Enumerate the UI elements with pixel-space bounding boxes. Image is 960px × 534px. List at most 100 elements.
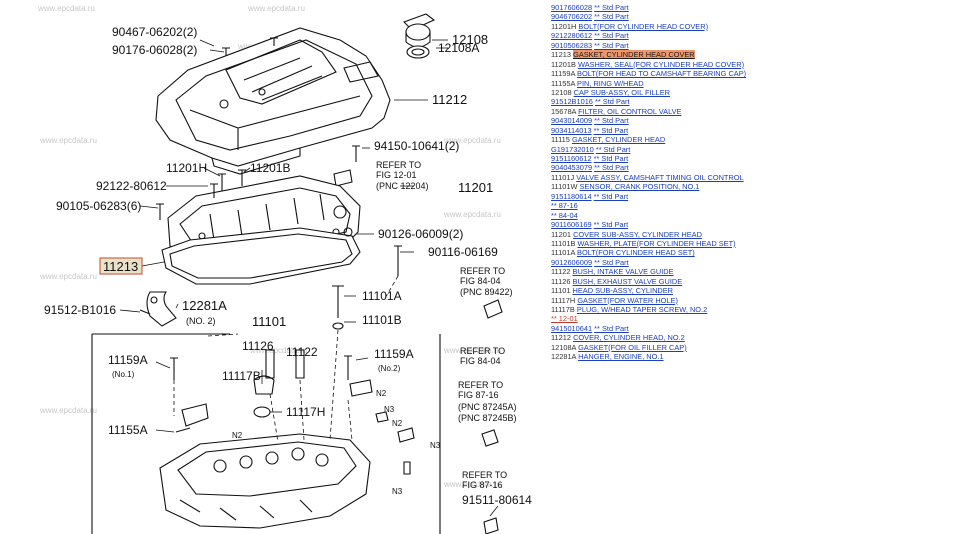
parts-list-item[interactable]: 9010506283 ** Std Part xyxy=(551,41,956,50)
part-description[interactable]: ** Std Part xyxy=(593,191,629,201)
part-description[interactable]: ** Std Part xyxy=(593,220,629,230)
part-description[interactable]: PIN, RING W/HEAD xyxy=(577,78,644,88)
parts-list-item[interactable]: 12108A GASKET(FOR OIL FILLER CAP) xyxy=(551,343,956,352)
parts-list-item[interactable]: 9043014009 ** Std Part xyxy=(551,116,956,125)
part-link[interactable]: 9012606009 xyxy=(551,257,593,267)
part-description[interactable]: ** Std Part xyxy=(594,323,629,333)
part-description[interactable]: CAP SUB-ASSY, OIL FILLER xyxy=(573,87,671,97)
part-description[interactable]: ** Std Part xyxy=(594,116,629,126)
part-description[interactable]: BUSH, EXHAUST VALVE GUIDE xyxy=(572,276,683,286)
part-description[interactable]: GASKET(FOR WATER HOLE) xyxy=(577,295,678,305)
parts-list-item[interactable]: 15678A FILTER, OIL CONTROL VALVE xyxy=(551,107,956,116)
figure-reference-link[interactable]: ** 84-04 xyxy=(551,210,578,220)
selected-part-description[interactable]: GASKET, CYLINDER HEAD COVER xyxy=(573,50,695,60)
part-description[interactable]: BOLT(FOR CYLINDER HEAD SET) xyxy=(577,248,695,258)
parts-list-item[interactable]: 11101W SENSOR, CRANK POSITION, NO.1 xyxy=(551,182,956,191)
callout-90126[interactable]: 90126-06009(2) xyxy=(378,227,463,241)
callout-90105[interactable]: 90105-06283(6) xyxy=(56,199,141,213)
part-link[interactable]: 91512B1016 xyxy=(551,97,593,107)
callout-11101A[interactable]: 11101A xyxy=(362,289,402,303)
part-description[interactable]: ** Std Part xyxy=(594,257,629,267)
part-description[interactable]: ** Std Part xyxy=(595,144,631,154)
parts-list-item[interactable]: 11201B WASHER, SEAL(FOR CYLINDER HEAD CO… xyxy=(551,60,956,69)
callout-90467[interactable]: 90467-06202(2) xyxy=(112,25,197,39)
refer-fig-label[interactable]: FIG 84-04 xyxy=(460,276,501,286)
callout-11159A[interactable]: 11159A xyxy=(374,347,414,361)
refer-fig-label[interactable]: FIG 87-16 xyxy=(458,390,499,400)
parts-list-item[interactable]: 11101A BOLT(FOR CYLINDER HEAD SET) xyxy=(551,248,956,257)
parts-list-item[interactable]: 11101J VALVE ASSY, CAMSHAFT TIMING OIL C… xyxy=(551,173,956,182)
part-link[interactable]: 9040453079 xyxy=(551,163,593,173)
parts-list-item[interactable]: 9012606009 ** Std Part xyxy=(551,258,956,267)
part-description[interactable]: COVER SUB-ASSY, CYLINDER HEAD xyxy=(573,229,702,239)
refer-fig-label[interactable]: FIG 87-16 xyxy=(462,480,503,490)
parts-list-item[interactable]: 11101B WASHER, PLATE(FOR CYLINDER HEAD S… xyxy=(551,239,956,248)
part-description[interactable]: BOLT(FOR HEAD TO CAMSHAFT BEARING CAP) xyxy=(577,69,747,79)
parts-list-item[interactable]: 11212 COVER, CYLINDER HEAD, NO.2 xyxy=(551,333,956,342)
callout-12108[interactable]: 12108 xyxy=(452,32,488,47)
callout-92122[interactable]: 92122-80612 xyxy=(96,179,167,193)
parts-list-item[interactable]: 11122 BUSH, INTAKE VALVE GUIDE xyxy=(551,267,956,276)
part-link[interactable]: 9010506283 xyxy=(551,40,593,50)
part-description[interactable]: BOLT(FOR CYLINDER HEAD COVER) xyxy=(578,21,709,31)
part-description[interactable]: ** Std Part xyxy=(594,12,629,22)
parts-list-item[interactable]: 9046706202 ** Std Part xyxy=(551,12,956,21)
callout-11201B[interactable]: 11201B xyxy=(250,161,290,175)
part-description[interactable]: PLUG, W/HEAD TAPER SCREW, NO.2 xyxy=(576,305,708,314)
callout-11126[interactable]: 11126 xyxy=(242,339,274,353)
part-description[interactable]: WASHER, SEAL(FOR CYLINDER HEAD COVER) xyxy=(578,59,745,69)
callout-11101B[interactable]: 11101B xyxy=(362,313,402,327)
part-description[interactable]: GASKET(FOR OIL FILLER CAP) xyxy=(578,342,687,352)
callout-11201[interactable]: 11201 xyxy=(458,180,493,195)
callout-11155A[interactable]: 11155A xyxy=(108,423,148,437)
parts-list-item[interactable]: 11115 GASKET, CYLINDER HEAD xyxy=(551,135,956,144)
parts-list-item[interactable]: ** 84-04 xyxy=(551,211,956,220)
callout-90176[interactable]: 90176-06028(2) xyxy=(112,43,197,57)
parts-list-item[interactable]: ** 12-01 xyxy=(551,314,956,323)
part-description[interactable]: ** Std Part xyxy=(593,154,629,163)
part-description[interactable]: FILTER, OIL CONTROL VALVE xyxy=(578,106,682,116)
parts-list-item[interactable]: 9415010641 ** Std Part xyxy=(551,324,956,333)
callout-91511[interactable]: 91511-80614 xyxy=(462,493,532,507)
part-link[interactable]: 9151180614 xyxy=(551,191,592,201)
part-link[interactable]: 9034114013 xyxy=(551,125,592,135)
part-description[interactable]: ** Std Part xyxy=(593,125,629,135)
part-description[interactable]: HANGER, ENGINE, NO.1 xyxy=(578,352,664,362)
parts-list-item[interactable]: 12281A HANGER, ENGINE, NO.1 xyxy=(551,352,956,361)
parts-list-item[interactable]: 9011606169 ** Std Part xyxy=(551,220,956,229)
figure-reference-link[interactable]: ** 87-16 xyxy=(551,201,578,211)
parts-list-item[interactable]: 11117H GASKET(FOR WATER HOLE) xyxy=(551,296,956,305)
parts-list-item[interactable]: 11159A BOLT(FOR HEAD TO CAMSHAFT BEARING… xyxy=(551,69,956,78)
part-description[interactable]: ** Std Part xyxy=(595,97,630,107)
parts-list-item[interactable]: 11213 GASKET, CYLINDER HEAD COVER xyxy=(551,50,956,60)
refer-fig-label[interactable]: FIG 84-04 xyxy=(460,356,501,366)
callout-11117B[interactable]: 11117B xyxy=(222,369,261,383)
parts-list-item[interactable]: 9017606028 ** Std Part xyxy=(551,3,956,12)
callout-12281A[interactable]: 12281A xyxy=(182,298,227,313)
part-link[interactable]: 9046706202 xyxy=(551,12,593,22)
callout-94150[interactable]: 94150-10641(2) xyxy=(374,139,459,153)
part-link[interactable]: 9043014009 xyxy=(551,116,593,126)
callout-11213[interactable]: 11213 xyxy=(103,259,138,274)
parts-list-item[interactable]: 11201 COVER SUB-ASSY, CYLINDER HEAD xyxy=(551,230,956,239)
part-description[interactable]: ** Std Part xyxy=(594,31,629,41)
parts-list-item[interactable]: 11155A PIN, RING W/HEAD xyxy=(551,79,956,88)
parts-list-item[interactable]: 9151180614 ** Std Part xyxy=(551,192,956,201)
part-description[interactable]: BUSH, INTAKE VALVE GUIDE xyxy=(572,267,674,277)
parts-list-item[interactable]: 91512B1016 ** Std Part xyxy=(551,97,956,106)
part-link[interactable]: 9151160612 xyxy=(551,154,592,163)
parts-list-item[interactable]: 9212280612 ** Std Part xyxy=(551,31,956,40)
parts-list-item[interactable]: 11117B PLUG, W/HEAD TAPER SCREW, NO.2 xyxy=(551,305,956,314)
part-description[interactable]: HEAD SUB-ASSY, CYLINDER xyxy=(572,286,674,296)
part-description[interactable]: ** Std Part xyxy=(594,3,629,12)
part-link[interactable]: G191732010 xyxy=(551,144,594,154)
parts-list-item[interactable]: G191732010 ** Std Part xyxy=(551,145,956,154)
part-description[interactable]: ** Std Part xyxy=(594,163,629,173)
parts-list-item[interactable]: 12108 CAP SUB-ASSY, OIL FILLER xyxy=(551,88,956,97)
part-description[interactable]: COVER, CYLINDER HEAD, NO.2 xyxy=(573,333,685,343)
callout-91512[interactable]: 91512-B1016 xyxy=(44,303,116,317)
part-description[interactable]: ** Std Part xyxy=(594,40,629,50)
callout-11122[interactable]: 11122 xyxy=(286,345,318,359)
callout-12108A[interactable]: 12108A xyxy=(438,41,479,55)
part-description[interactable]: SENSOR, CRANK POSITION, NO.1 xyxy=(579,182,700,192)
